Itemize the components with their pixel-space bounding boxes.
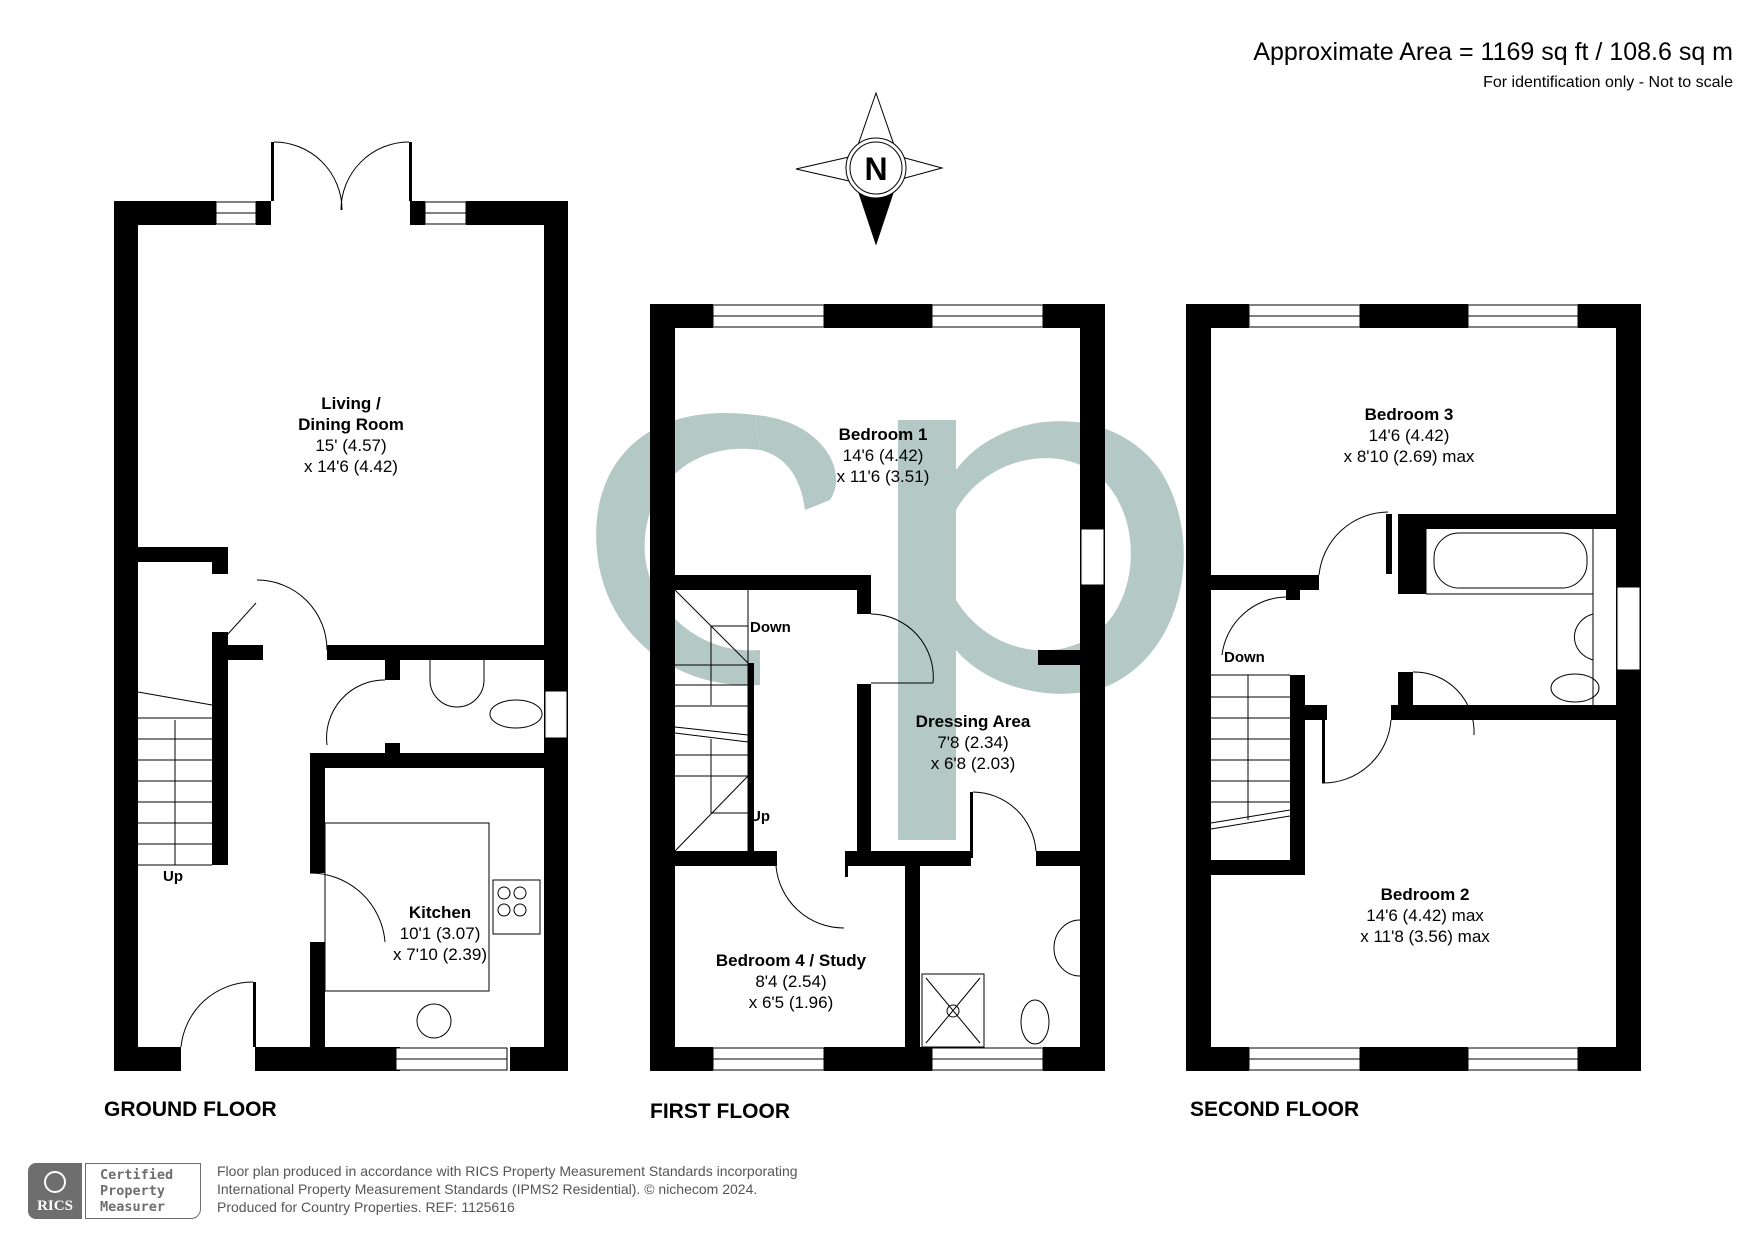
stairs-up-label: Up — [163, 868, 183, 885]
room-bedroom-3: Bedroom 3 14'6 (4.42) x 8'10 (2.69) max — [1343, 405, 1475, 466]
first-floor-label: FIRST FLOOR — [650, 1100, 790, 1123]
ground-floor-walls — [114, 142, 568, 1071]
north-label: N — [864, 151, 887, 187]
rics-logo: RICS — [28, 1163, 82, 1219]
room-bedroom-4-study: Bedroom 4 / Study 8'4 (2.54) x 6'5 (1.96… — [715, 951, 867, 1012]
room-bedroom-2: Bedroom 2 14'6 (4.42) max x 11'8 (3.56) … — [1360, 885, 1490, 946]
second-floor-label: SECOND FLOOR — [1190, 1098, 1360, 1121]
second-floor-walls — [1186, 304, 1641, 1071]
certified-measurer-badge: Certified Property Measurer — [85, 1163, 201, 1219]
footer-disclaimer: Floor plan produced in accordance with R… — [217, 1163, 798, 1215]
ground-floor-label: GROUND FLOOR — [104, 1098, 277, 1121]
room-bedroom-1: Bedroom 1 14'6 (4.42) x 11'6 (3.51) — [836, 425, 930, 486]
north-compass-icon — [795, 91, 944, 246]
room-dressing-area: Dressing Area 7'8 (2.34) x 6'8 (2.03) — [915, 712, 1031, 773]
room-living-dining: Living / Dining Room 15' (4.57) x 14'6 (… — [298, 394, 404, 476]
approximate-area-title: Approximate Area = 1169 sq ft / 108.6 sq… — [1253, 38, 1733, 66]
rics-lion-icon — [44, 1171, 66, 1193]
stairs-up-label: Up — [750, 808, 770, 825]
scale-disclaimer: For identification only - Not to scale — [1483, 74, 1733, 91]
stairs-down-label: Down — [1224, 649, 1265, 666]
first-floor-walls — [650, 304, 1105, 1071]
room-kitchen: Kitchen 10'1 (3.07) x 7'10 (2.39) — [393, 903, 487, 964]
watermark-logo — [596, 412, 1184, 840]
stairs-down-label: Down — [750, 619, 791, 636]
